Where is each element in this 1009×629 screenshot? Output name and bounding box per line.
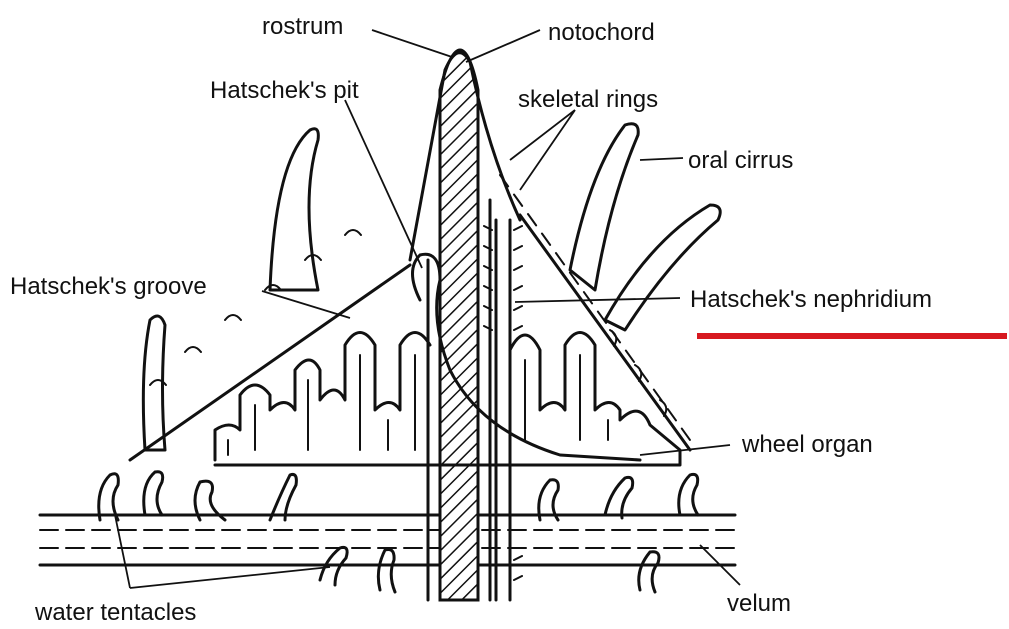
label-oral-cirrus: oral cirrus [688, 147, 793, 174]
label-hatscheks-pit: Hatschek's pit [210, 77, 359, 104]
label-notochord: notochord [548, 19, 655, 46]
oral-cirri [143, 124, 720, 450]
label-rostrum: rostrum [262, 13, 343, 40]
velum-band [40, 515, 735, 565]
label-water-tentacles: water tentacles [34, 599, 196, 626]
label-skeletal-rings: skeletal rings [518, 86, 658, 113]
water-tentacle-shapes [99, 472, 698, 592]
label-velum: velum [727, 590, 791, 617]
label-hatscheks-groove: Hatschek's groove [10, 273, 207, 300]
label-hatscheks-nephridium: Hatschek's nephridium [690, 286, 932, 313]
wheel-organ-inner [228, 355, 608, 455]
label-wheel-organ: wheel organ [741, 431, 873, 458]
